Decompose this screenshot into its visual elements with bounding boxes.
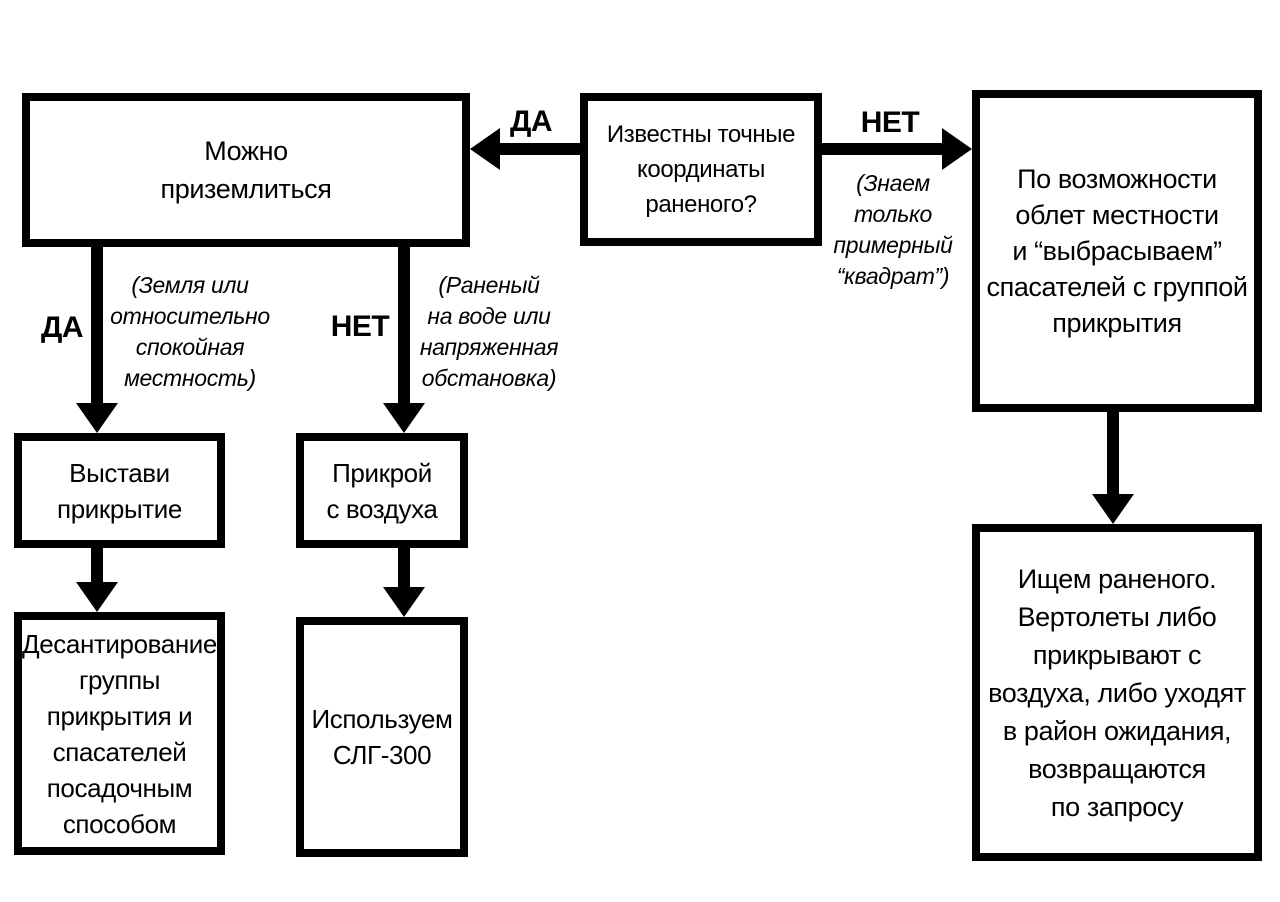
node-can-land: Можно приземлиться xyxy=(22,93,470,247)
arrow-no-line xyxy=(822,143,944,155)
arrow-flyover-down-line xyxy=(1107,412,1119,498)
node-search-wounded: Ищем раненого. Вертолеты либо прикрывают… xyxy=(972,524,1262,861)
arrow-right-icon xyxy=(942,128,972,170)
arrow-down-icon xyxy=(76,582,118,612)
arrow-yes-down-line xyxy=(91,247,103,407)
edge-label-no-down: НЕТ xyxy=(330,310,390,343)
arrow-yes-line xyxy=(498,143,580,155)
node-use-slg-label: Используем СЛГ-300 xyxy=(311,704,453,770)
edge-label-yes-left: ДА xyxy=(509,105,553,138)
node-cover-air-label: Прикрой с воздуха xyxy=(326,457,438,524)
edge-label-yes-down: ДА xyxy=(40,311,84,344)
note-approximate-square: (Знаем только примерный “квадрат”) xyxy=(833,170,953,289)
node-search-wounded-label: Ищем раненого. Вертолеты либо прикрывают… xyxy=(988,563,1246,822)
note-tense-situation: (Раненый на воде или напряженная обстано… xyxy=(419,272,559,391)
node-landing-group: Десантирование группы прикрытия и спасат… xyxy=(14,612,225,855)
node-known-coords: Известны точные координаты раненого? xyxy=(580,93,822,246)
node-known-coords-label: Известны точные координаты раненого? xyxy=(606,121,796,218)
arrow-down-icon xyxy=(1092,494,1134,524)
arrow-down-icon xyxy=(76,403,118,433)
node-set-cover: Выстави прикрытие xyxy=(14,433,225,548)
arrow-air-down-line xyxy=(398,548,410,591)
node-use-slg: Используем СЛГ-300 xyxy=(296,617,468,857)
node-set-cover-label: Выстави прикрытие xyxy=(57,457,182,524)
node-flyover: По возможности облет местности и “выбрас… xyxy=(972,90,1262,412)
node-can-land-label: Можно приземлиться xyxy=(160,136,332,204)
arrow-down-icon xyxy=(383,403,425,433)
arrow-cover-down-line xyxy=(91,548,103,586)
edge-label-no-right: НЕТ xyxy=(860,106,920,139)
note-calm-terrain: (Земля или относительно спокойная местно… xyxy=(110,272,270,391)
arrow-left-icon xyxy=(470,128,500,170)
node-flyover-label: По возможности облет местности и “выбрас… xyxy=(986,164,1248,338)
node-landing-group-label: Десантирование группы прикрытия и спасат… xyxy=(22,628,217,839)
arrow-no-down-line xyxy=(398,247,410,407)
arrow-down-icon xyxy=(383,587,425,617)
node-cover-air: Прикрой с воздуха xyxy=(296,433,468,548)
